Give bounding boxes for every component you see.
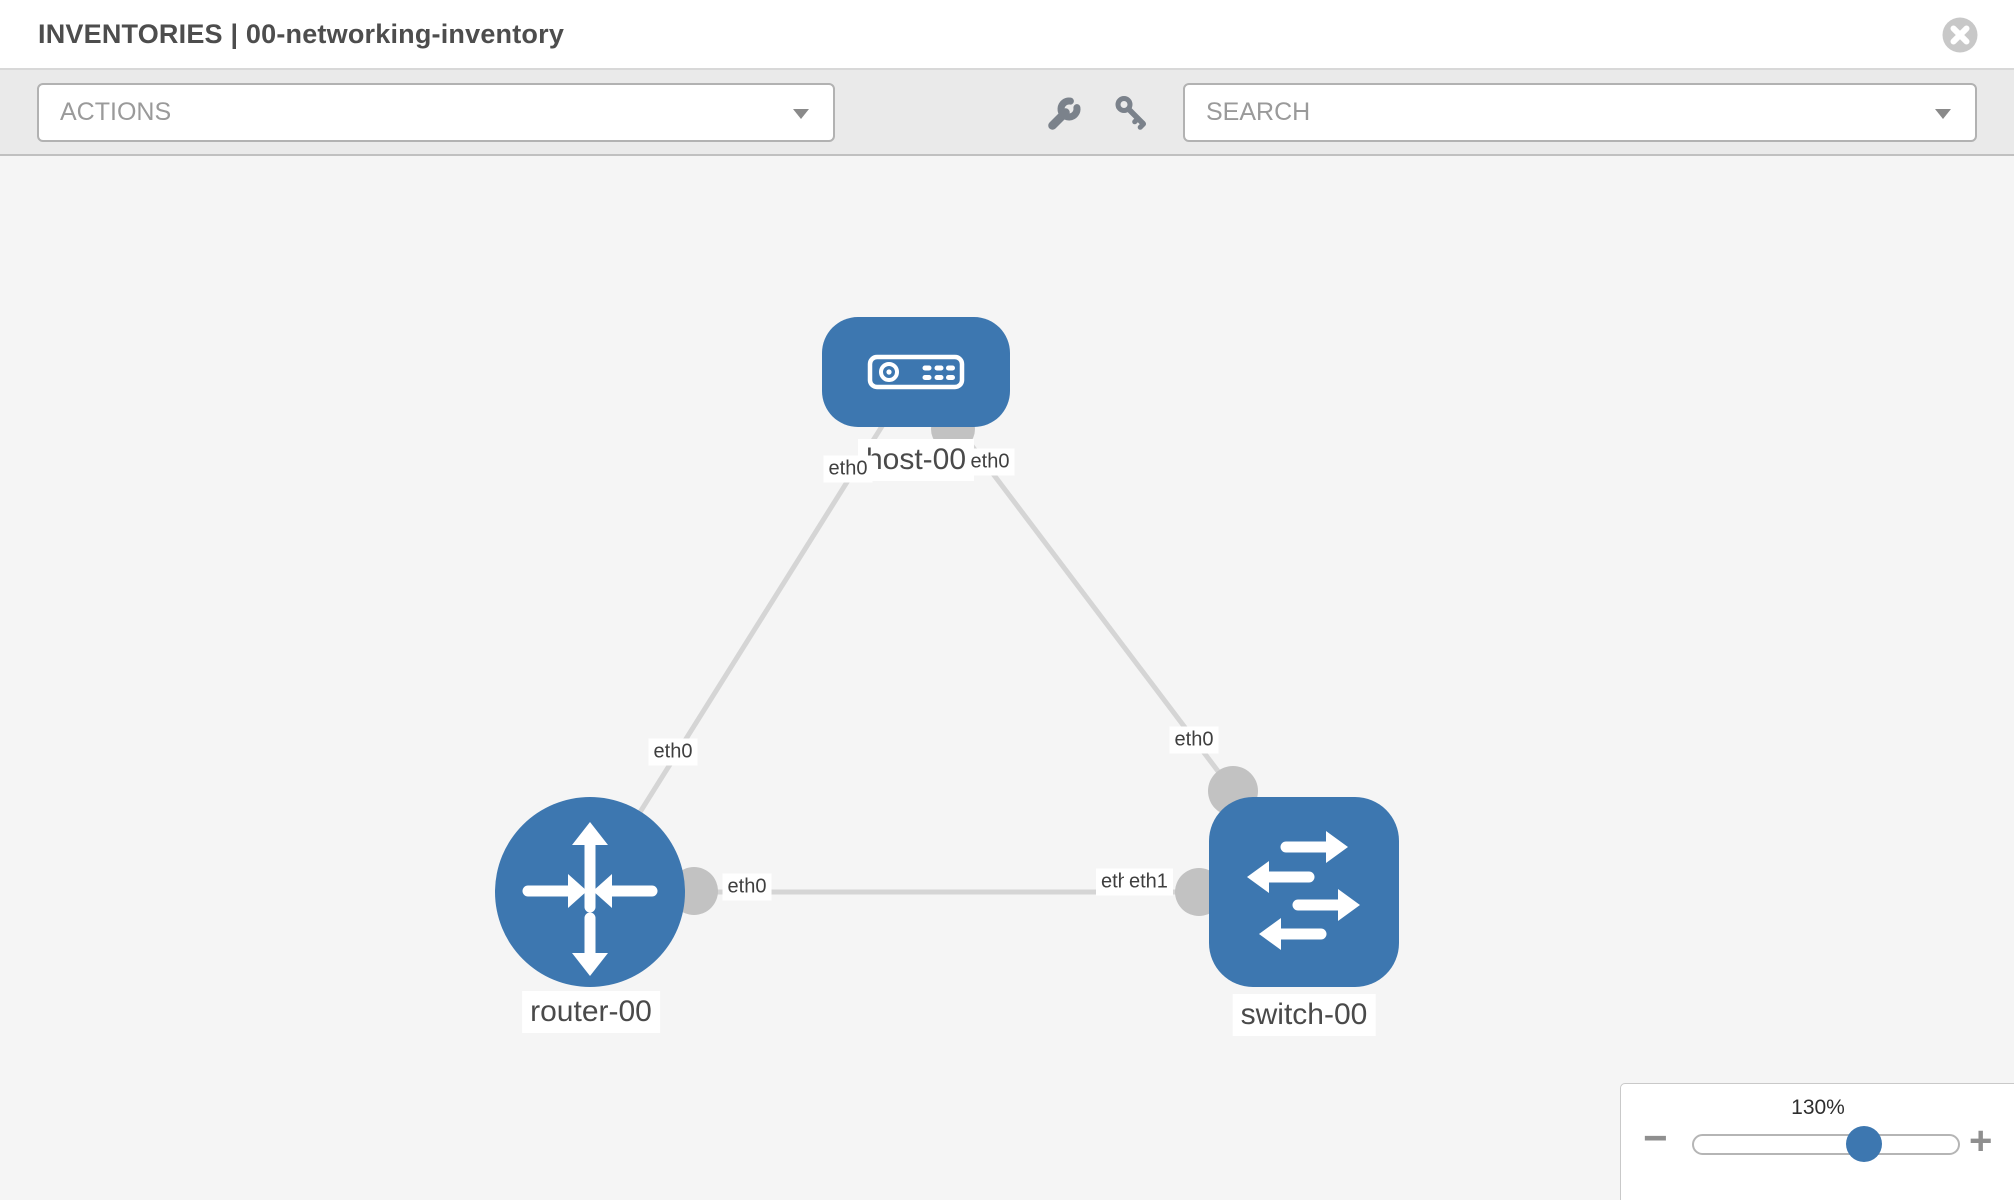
interface-label: eth0 [648, 738, 698, 766]
zoom-panel: 130% − + [1620, 1083, 2014, 1200]
zoom-out-button[interactable]: − [1643, 1114, 1668, 1161]
key-button[interactable] [1112, 94, 1152, 134]
chevron-down-icon [1935, 109, 1951, 119]
zoom-slider[interactable] [1692, 1126, 1960, 1162]
interface-label: eth0 [823, 455, 873, 483]
node-switch-00[interactable] [1209, 797, 1399, 987]
interface-label: eth0 [1169, 726, 1219, 754]
zoom-slider-handle[interactable] [1846, 1126, 1882, 1162]
node-label: host-00 [857, 439, 975, 481]
switch-icon [1247, 831, 1360, 950]
router-icon [522, 822, 658, 976]
toolbar: ACTIONS SEARCH [0, 70, 2014, 156]
node-host-00[interactable] [822, 317, 1010, 427]
close-icon [1942, 17, 1978, 53]
zoom-value: 130% [1791, 1096, 1845, 1119]
search-dropdown-label: SEARCH [1206, 98, 1311, 126]
header: INVENTORIES | 00-networking-inventory [0, 0, 2014, 70]
topology-svg [495, 317, 1399, 987]
host-icon [867, 354, 965, 390]
wrench-button[interactable] [1044, 94, 1084, 134]
page-title: INVENTORIES | 00-networking-inventory [38, 19, 565, 49]
node-router-00[interactable] [495, 797, 685, 987]
interface-label: eth1 [1124, 868, 1173, 896]
close-button[interactable] [1942, 17, 1978, 53]
node-label: switch-00 [1232, 994, 1376, 1036]
actions-dropdown[interactable]: ACTIONS [37, 83, 835, 142]
node-label: router-00 [522, 991, 660, 1033]
interface-label: eth0 [722, 873, 772, 901]
chevron-down-icon [793, 109, 809, 119]
wrench-icon [1048, 97, 1081, 130]
interface-label: eth0 [965, 448, 1015, 476]
search-dropdown[interactable]: SEARCH [1183, 83, 1977, 142]
actions-dropdown-label: ACTIONS [60, 98, 172, 126]
topology-canvas[interactable]: host-00 router-00 switch-00 eth0 eth0 et… [0, 156, 2014, 1200]
key-icon [1115, 96, 1146, 130]
zoom-in-button[interactable]: + [1969, 1119, 1993, 1163]
